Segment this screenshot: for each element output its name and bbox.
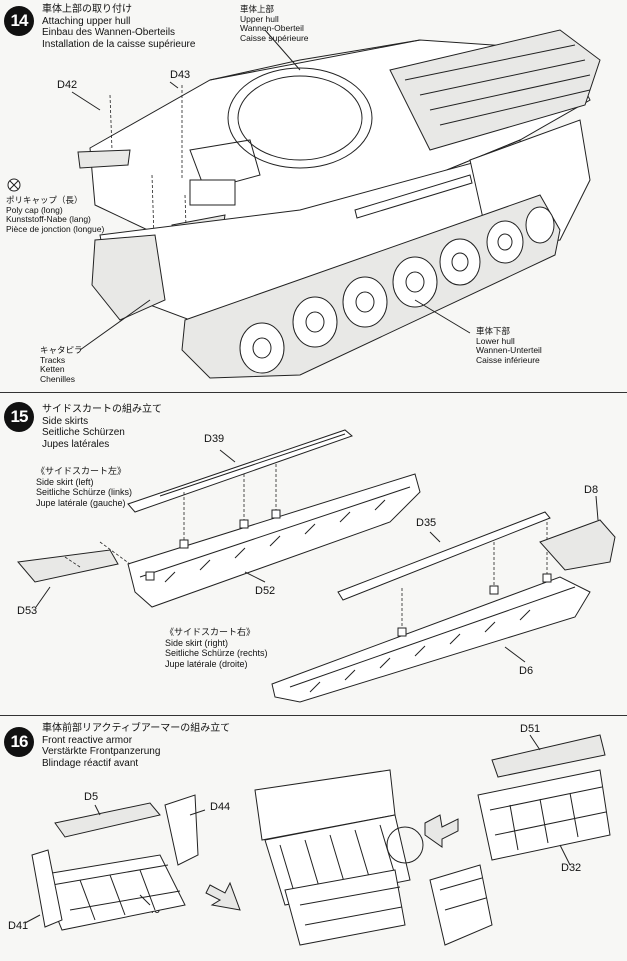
front-plate-left (77, 149, 131, 169)
step-title-fr: Installation de la caisse supérieure (42, 38, 196, 50)
part-label-d6: D6 (519, 665, 534, 677)
step-title-fr: Jupes latérales (42, 438, 110, 450)
step-14-attaching-upper-hull: 14 車体上部の取り付け Attaching upper hull Einbau… (0, 0, 627, 392)
road-wheels (239, 206, 555, 374)
step-title-jp: 車体上部の取り付け (42, 4, 132, 15)
step-16-front-reactive-armor: 16 車体前部リアクティブアーマーの組み立て Front reactive ar… (0, 715, 627, 961)
rail-d35 (337, 511, 551, 601)
step-title: サイドスカートの組み立て Side skirts Seitliche Schür… (42, 404, 162, 450)
track-left (91, 234, 166, 321)
part-d51 (491, 734, 606, 778)
part-label-d51: D51 (520, 723, 541, 735)
step-title-fr: Blindage réactif avant (42, 757, 139, 769)
arrow-next-icon-2[interactable] (424, 814, 459, 848)
part-label-d53: D53 (17, 605, 38, 617)
step-divider (0, 715, 627, 716)
part-label-d8: D8 (584, 484, 599, 496)
front-armor-drawing (24, 734, 611, 946)
step-title-en: Attaching upper hull (42, 15, 131, 27)
rail-d39 (127, 429, 353, 513)
step-number-badge: 15 (4, 402, 34, 432)
step-title-jp: サイドスカートの組み立て (42, 404, 162, 415)
step-title: 車体前部リアクティブアーマーの組み立て Front reactive armor… (42, 723, 230, 769)
part-label-d39: D39 (204, 433, 225, 445)
left-skirt-callout: 《サイドスカート左》 Side skirt (left) Seitliche S… (36, 466, 133, 508)
skirt-d52 (127, 473, 421, 608)
part-label-d44: D44 (210, 801, 231, 813)
part-label-d32: D32 (561, 862, 582, 874)
part-label-d52: D52 (255, 585, 276, 597)
part-d5 (54, 802, 161, 838)
step-title-jp: 車体前部リアクティブアーマーの組み立て (42, 723, 231, 734)
part-d44 (164, 794, 199, 866)
upper-hull-part (89, 29, 601, 251)
step-number-badge: 14 (4, 6, 34, 36)
step-title-en: Front reactive armor (42, 734, 133, 746)
step-title-en: Side skirts (42, 415, 89, 427)
plate-d8 (539, 519, 616, 571)
step-15-side-skirts: 15 サイドスカートの組み立て Side skirts Seitliche Sc… (0, 392, 627, 715)
part-d41 (31, 849, 63, 928)
wrench-icon (7, 178, 21, 192)
hull-assembly-drawing (7, 29, 601, 379)
part-label-d43: D43 (170, 69, 191, 81)
side-skirts-drawing (17, 429, 616, 703)
step-title-de: Einbau des Wannen-Oberteils (42, 27, 176, 38)
tracks-callout: キャタピラ Tracks Ketten Chenilles (40, 345, 83, 384)
step-title: 車体上部の取り付け Attaching upper hull Einbau de… (42, 4, 195, 50)
lower-hull-callout: 車体下部 Lower hull Wannen-Unterteil Caisse … (476, 326, 542, 365)
step-divider (0, 392, 627, 393)
arrow-next-icon[interactable] (205, 881, 241, 911)
poly-cap-callout: ポリキャップ（長） Poly cap (long) Kunststoff-Nab… (6, 195, 105, 234)
step-title-de: Seitliche Schürzen (42, 427, 125, 438)
step-title-de: Verstärkte Frontpanzerung (42, 746, 161, 757)
part-label-d35: D35 (416, 517, 437, 529)
step-number-badge: 16 (4, 727, 34, 757)
part-label-d5: D5 (84, 791, 99, 803)
part-label-d42: D42 (57, 79, 78, 91)
part-label-d41: D41 (8, 920, 29, 932)
detail-circle (386, 826, 424, 864)
skirt-d6 (271, 576, 591, 703)
plate-d53 (17, 549, 119, 583)
right-skirt-callout: 《サイドスカート右》 Side skirt (right) Seitliche … (165, 627, 268, 669)
upper-hull-callout: 車体上部 Upper hull Wannen-Oberteil Caisse s… (240, 4, 309, 43)
